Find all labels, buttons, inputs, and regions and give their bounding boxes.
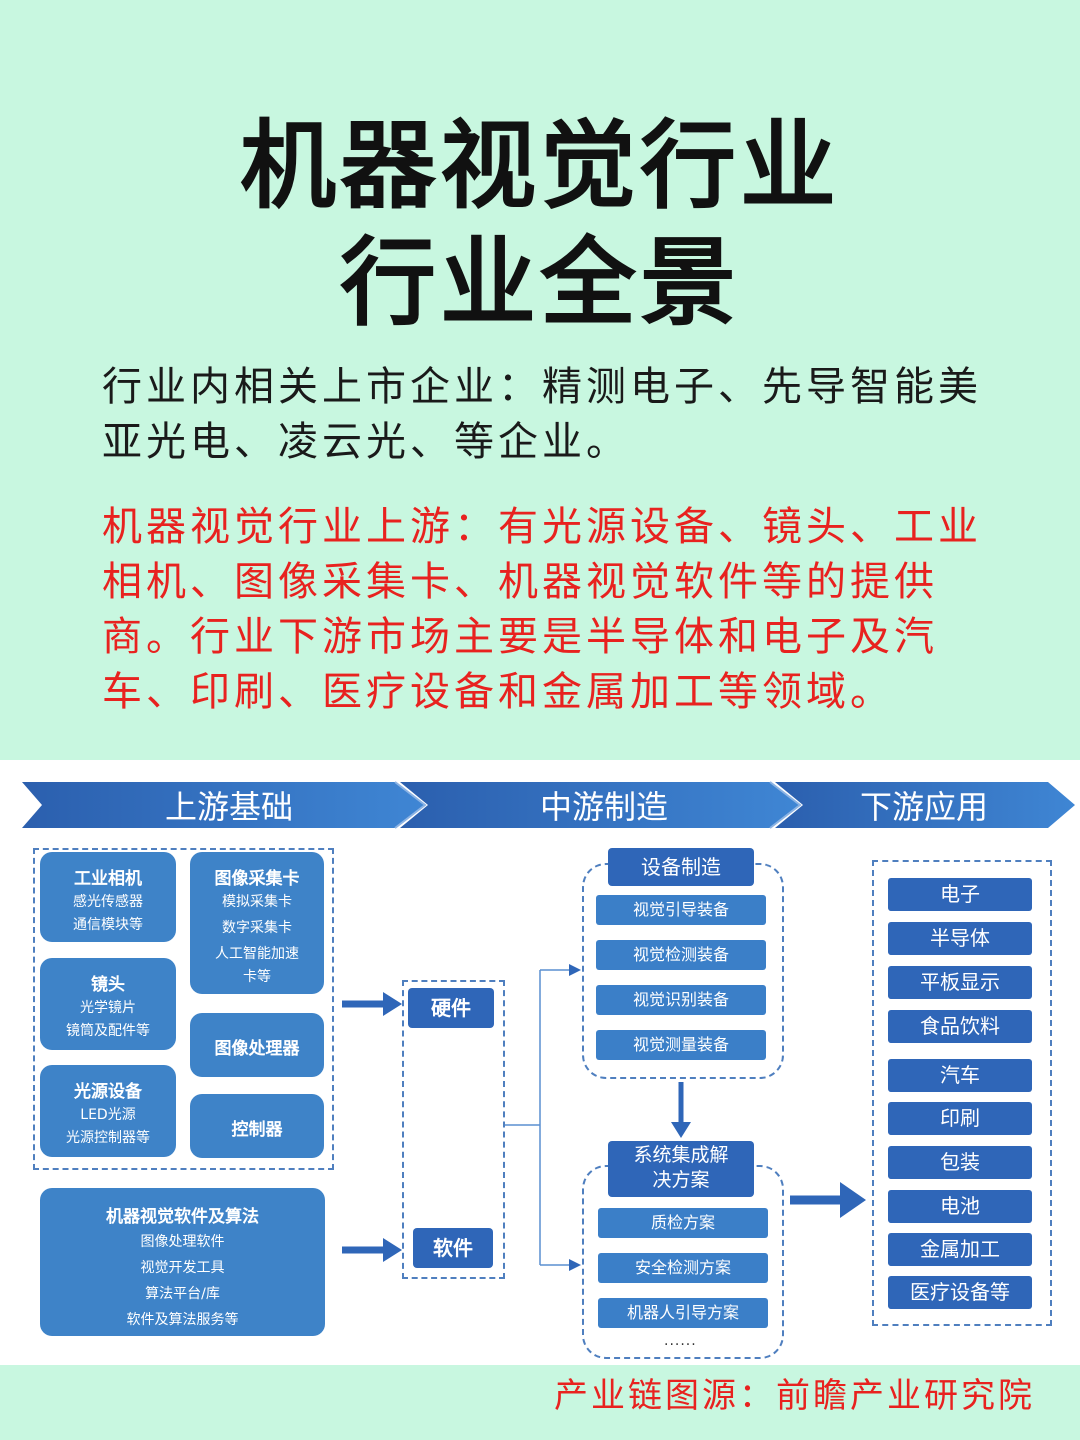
stage-label-downstream: 下游应用 [860,788,989,826]
stage-label-midstream: 中游制造 [540,788,669,826]
equipment-header: 设备制造 [608,848,754,886]
software-line: 视觉开发工具 [140,1260,225,1276]
stage-label-upstream: 上游基础 [165,788,294,826]
equipment-item: 视觉识别装备 [596,985,766,1015]
stage-arrow-midstream [400,782,800,828]
lens-line: 镜筒及配件等 [66,1023,150,1039]
light-line: 光源控制器等 [66,1130,150,1146]
software-title: 机器视觉软件及算法 [106,1207,259,1227]
capture-title: 图像采集卡 [214,869,300,889]
upstream-hardware-group [33,848,334,1170]
page-title-line2: 行业全景 [340,227,740,339]
controller-box: 控制器 [190,1094,324,1158]
solution-item: 质检方案 [598,1208,768,1238]
lens-box: 镜头 光学镜片 镜筒及配件等 [40,958,176,1050]
stage-banner [22,781,1075,829]
camera-box: 工业相机 感光传感器 通信模块等 [40,852,176,942]
downstream-item: 半导体 [888,922,1032,955]
solutions-ellipsis: ...... [664,1333,697,1349]
capture-line: 卡等 [243,969,271,985]
solutions-header: 系统集成解 决方案 [608,1141,754,1197]
category-group [402,980,505,1279]
software-line: 算法平台/库 [145,1286,220,1302]
solution-item: 安全检测方案 [598,1253,768,1283]
stage-arrow-upstream [22,782,425,828]
downstream-group [872,860,1052,1326]
equipment-item: 视觉检测装备 [596,940,766,970]
downstream-item: 医疗设备等 [888,1276,1032,1309]
solutions-header-line: 系统集成解 [633,1144,729,1166]
image-processor-box: 图像处理器 [190,1013,324,1077]
camera-line: 通信模块等 [73,917,143,933]
light-title: 光源设备 [74,1082,142,1102]
capture-line: 数字采集卡 [222,920,292,936]
software-label: 软件 [413,1228,493,1268]
downstream-item: 印刷 [888,1102,1032,1135]
solutions-header-line: 决方案 [652,1169,710,1191]
downstream-item: 金属加工 [888,1233,1032,1266]
capture-card-box: 图像采集卡 模拟采集卡 数字采集卡 人工智能加速 卡等 [190,852,324,994]
software-line: 软件及算法服务等 [126,1312,239,1328]
equipment-item: 视觉测量装备 [596,1030,766,1060]
industry-chain-text: 机器视觉行业上游：有光源设备、镜头、工业相机、图像采集卡、机器视觉软件等的提供商… [102,504,982,715]
downstream-item: 汽车 [888,1059,1032,1092]
stage-arrow-downstream [775,782,1075,828]
lens-title: 镜头 [91,975,125,995]
downstream-item: 电子 [888,878,1032,911]
downstream-item: 平板显示 [888,966,1032,999]
source-credit: 产业链图源：前瞻产业研究院 [554,1376,1035,1416]
controller-title: 控制器 [231,1120,283,1140]
camera-line: 感光传感器 [73,894,143,910]
downstream-item: 包装 [888,1146,1032,1179]
downstream-item: 电池 [888,1190,1032,1223]
page-title-line1: 机器视觉行业 [240,110,840,222]
solution-item: 机器人引导方案 [598,1298,768,1328]
processor-title: 图像处理器 [214,1039,300,1059]
hardware-label: 硬件 [408,988,494,1028]
equipment-item: 视觉引导装备 [596,895,766,925]
capture-line: 模拟采集卡 [222,894,292,910]
light-line: LED光源 [80,1107,136,1123]
listed-companies-text: 行业内相关上市企业：精测电子、先导智能美亚光电、凌云光、等企业。 [102,364,982,465]
industry-chain-diagram: 上游基础 中游制造 下游应用 工业相机 感光传感器 通信模块等 镜头 光学镜片 … [0,760,1080,1365]
software-line: 图像处理软件 [140,1234,225,1250]
light-source-box: 光源设备 LED光源 光源控制器等 [40,1065,176,1157]
lens-line: 光学镜片 [80,1000,136,1016]
capture-line: 人工智能加速 [215,946,299,962]
downstream-item: 食品饮料 [888,1010,1032,1043]
software-algorithm-box: 机器视觉软件及算法 图像处理软件 视觉开发工具 算法平台/库 软件及算法服务等 [40,1188,325,1336]
camera-title: 工业相机 [74,869,142,889]
